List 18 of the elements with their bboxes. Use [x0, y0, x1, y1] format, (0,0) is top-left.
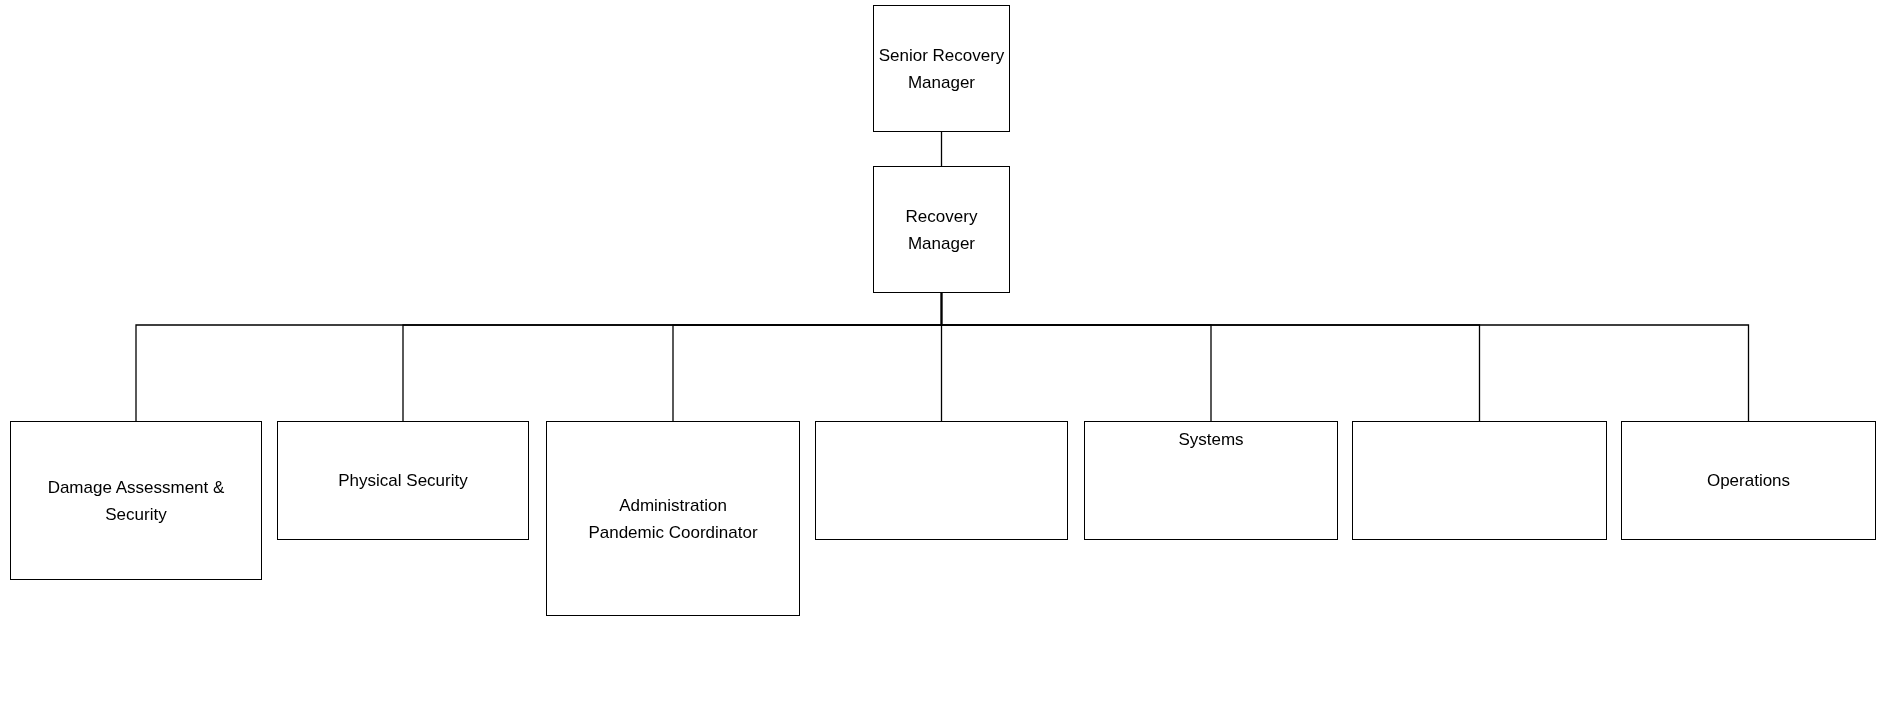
connector-line — [940, 292, 1750, 422]
role-box — [873, 166, 1010, 293]
connector-line — [940, 131, 943, 167]
role-title: Recovery Manager — [904, 205, 979, 255]
role-box — [873, 5, 1010, 132]
role-box — [1352, 421, 1607, 540]
role-title: Systems — [1178, 429, 1244, 451]
role-box — [815, 421, 1068, 540]
role-title: Physical Security — [338, 470, 468, 492]
role-box — [546, 421, 800, 616]
role-box — [1084, 421, 1338, 540]
role-title: Damage Assessment & Security — [46, 476, 226, 526]
role-title: Operations — [1706, 470, 1791, 492]
role-box — [1621, 421, 1876, 540]
role-box — [277, 421, 529, 540]
role-title: Administration Pandemic Coordinator — [587, 494, 759, 544]
role-title: Senior Recovery Manager — [877, 44, 1006, 94]
role-box — [10, 421, 262, 580]
